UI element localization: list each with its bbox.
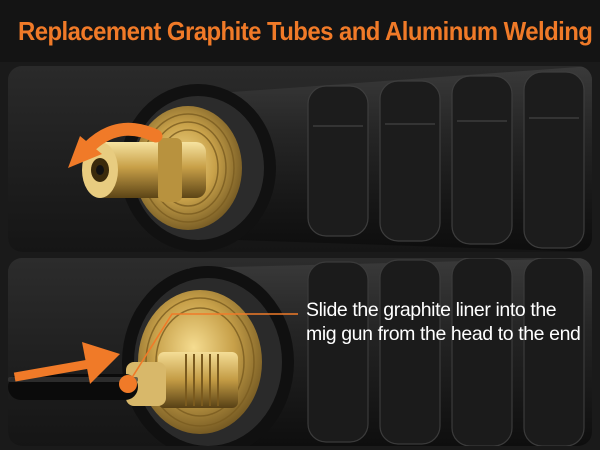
top-photo-panel: [8, 66, 592, 252]
mig-gun-head-photo: [8, 66, 592, 252]
callout-marker: [119, 313, 298, 393]
header-bar: Replacement Graphite Tubes and Aluminum …: [0, 0, 600, 62]
bottom-photo-panel: [8, 258, 592, 446]
arrow-right-icon: [13, 342, 120, 384]
instruction-caption: Slide the graphite liner into the mig gu…: [306, 299, 581, 345]
page-title: Replacement Graphite Tubes and Aluminum …: [18, 16, 593, 46]
curved-arrow-left-icon: [68, 122, 163, 168]
mig-gun-liner-photo: [8, 258, 592, 446]
